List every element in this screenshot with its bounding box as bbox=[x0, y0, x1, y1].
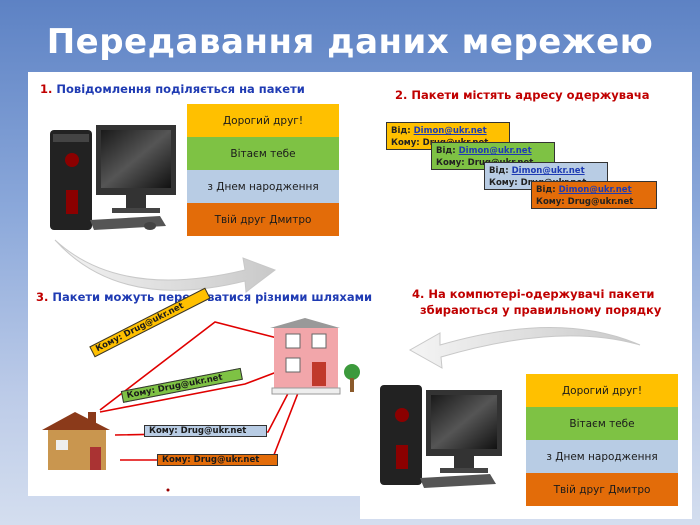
stray-dot bbox=[166, 488, 170, 492]
packet-stack-receiver: Дорогий друг! Вітаєм тебе з Днем народже… bbox=[526, 374, 678, 506]
packet-4: Твій друг Дмитро bbox=[187, 203, 339, 236]
packet-3: з Днем народження bbox=[526, 440, 678, 473]
packet-envelope-4: Від: Dimon@ukr.net Кому: Drug@ukr.net bbox=[531, 181, 657, 209]
packet-3: з Днем народження bbox=[187, 170, 339, 203]
house-sender bbox=[42, 412, 110, 470]
house-receiver bbox=[270, 318, 360, 395]
route-tag-3: Кому: Drug@ukr.net bbox=[144, 425, 267, 437]
packet-1: Дорогий друг! bbox=[526, 374, 678, 407]
curved-arrow-2 bbox=[408, 327, 641, 369]
packet-1: Дорогий друг! bbox=[187, 104, 339, 137]
step-2-heading: 2. Пакети містять адресу одержувача bbox=[395, 88, 650, 102]
packet-stack-sender: Дорогий друг! Вітаєм тебе з Днем народже… bbox=[187, 104, 339, 236]
step-3-heading: 3. Пакети можуть передаватися різними шл… bbox=[36, 290, 373, 304]
slide-title: Передавання даних мережею bbox=[46, 22, 654, 62]
curved-arrow-1 bbox=[54, 239, 277, 293]
packet-2: Вітаєм тебе bbox=[187, 137, 339, 170]
step-1-heading: 1. Повідомлення поділяється на пакети bbox=[40, 82, 305, 96]
packet-4: Твій друг Дмитро bbox=[526, 473, 678, 506]
computer-receiver bbox=[380, 385, 502, 488]
packet-2: Вітаєм тебе bbox=[526, 407, 678, 440]
route-tag-4: Кому: Drug@ukr.net bbox=[157, 454, 278, 466]
computer-sender bbox=[50, 125, 176, 230]
